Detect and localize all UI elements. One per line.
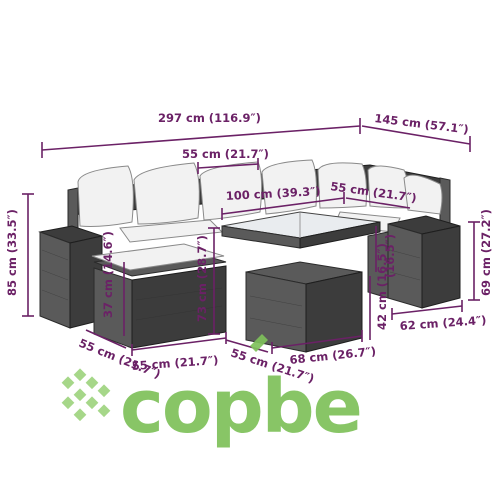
- side-table-width-label: 62 cm (24.4″): [399, 313, 487, 333]
- back-cushions: [77, 159, 443, 227]
- back-cushion-5: [317, 162, 367, 209]
- back-cushion-4: [261, 159, 317, 215]
- left-side-table: [38, 225, 104, 329]
- ottoman-width-label: 55 cm (21.7″): [131, 353, 219, 373]
- ottoman: [91, 243, 227, 349]
- back-cushion-1: [77, 165, 134, 227]
- back-cushion-7: [403, 174, 443, 215]
- left-armrest: [67, 187, 79, 233]
- table-base-front: [245, 271, 307, 353]
- table-height-label: 73 cm (28.7″): [195, 235, 209, 322]
- seat-depth-top-label: 55 cm (21.7″): [182, 147, 269, 161]
- back-cushion-2: [133, 162, 200, 225]
- side-table-height-label: 69 cm (27.2″): [479, 209, 493, 296]
- right-side-table: [387, 215, 461, 309]
- total-length-label: 297 cm (116.9″): [158, 111, 261, 125]
- shelf-height-label: 42 cm (16.5″): [375, 243, 389, 330]
- side-length-label: 145 cm (57.1″): [374, 111, 470, 136]
- table-shelf-label: (16.5″): [383, 234, 397, 278]
- logo-wordmark: copbe: [120, 364, 361, 450]
- ottoman-height-label: 37 cm (14.6″): [101, 231, 115, 318]
- right-corner-seat: [367, 231, 389, 299]
- dining-table: [221, 211, 381, 353]
- woven-cube-logo-icon: [61, 368, 111, 422]
- sofa-height-label: 85 cm (33.5″): [5, 209, 19, 296]
- table-length-label: 100 cm (39.3″): [225, 184, 320, 203]
- dimension-lines: [22, 118, 480, 356]
- logo-accent-mark: [250, 334, 268, 352]
